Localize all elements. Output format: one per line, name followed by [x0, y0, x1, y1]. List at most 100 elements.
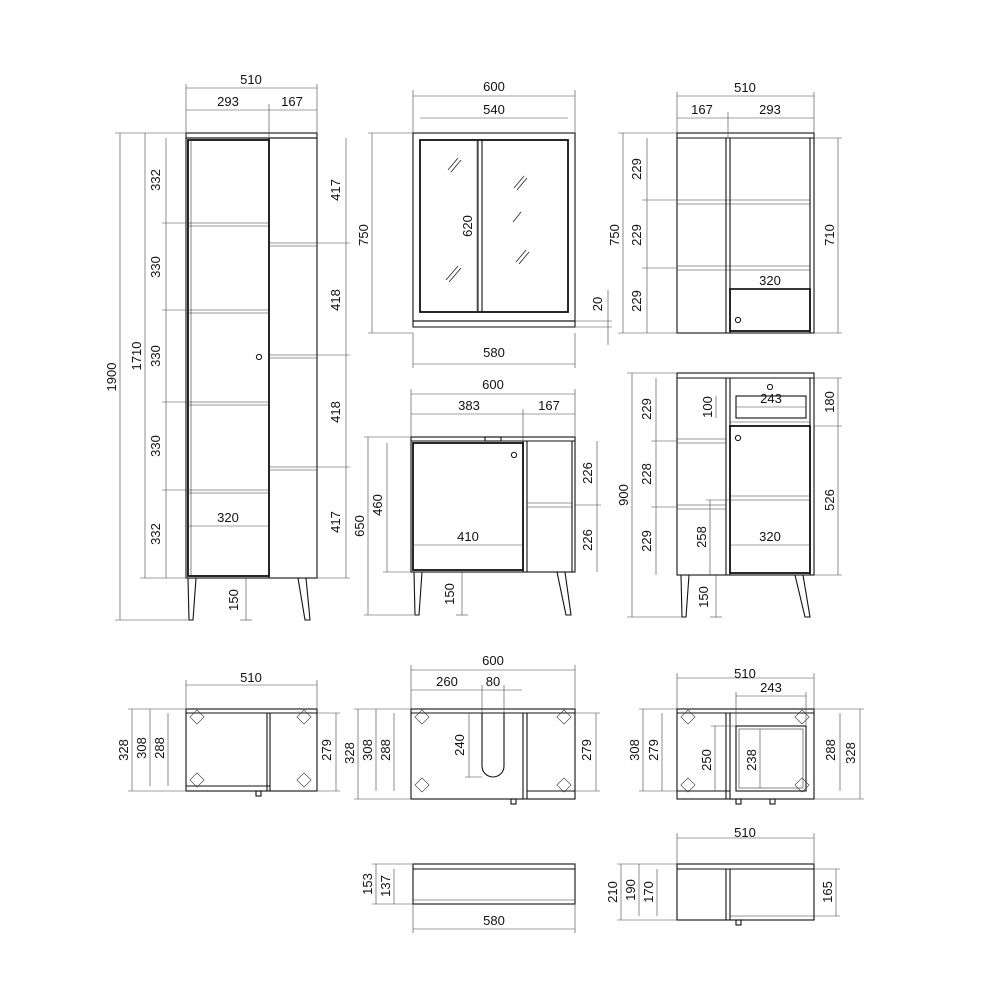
sink-cabinet-plan: 600 260 80 240 328 308 288 279	[342, 653, 600, 805]
dim-label: 226	[580, 529, 595, 551]
dim-label: 330	[148, 345, 163, 367]
dim-label: 330	[148, 256, 163, 278]
dim-label: 1710	[129, 342, 144, 371]
tall-cabinet-plan: 510 328 308 288 279	[116, 670, 340, 797]
plan-knob	[735, 919, 742, 926]
tall-cabinet-view: 510 293 167 1900 1710 332 330 330 330 33…	[104, 72, 350, 621]
dim-label: 238	[744, 749, 759, 771]
door-knob	[734, 434, 742, 442]
dim-label: 288	[823, 739, 838, 761]
mirror-cabinet-view: 600 540 750 620 20 580	[356, 79, 612, 368]
dim-label: 258	[694, 526, 709, 548]
dim-label: 332	[148, 169, 163, 191]
drawer-cabinet-door	[729, 425, 811, 574]
sink-cutout	[481, 713, 505, 778]
dim-label: 526	[822, 489, 837, 511]
dim-label: 150	[442, 583, 457, 605]
dim-label: 167	[691, 102, 713, 117]
plan-outline	[676, 708, 815, 800]
dim-label: 180	[822, 391, 837, 413]
dim-label: 510	[734, 666, 756, 681]
dim-label: 330	[148, 435, 163, 457]
dim-label: 153	[360, 873, 375, 895]
dim-label: 328	[116, 739, 131, 761]
dim-label: 293	[759, 102, 781, 117]
dim-label: 308	[627, 739, 642, 761]
dim-label: 750	[356, 224, 371, 246]
dim-label: 900	[616, 484, 631, 506]
dim-label: 279	[579, 739, 594, 761]
dim-label: 190	[623, 879, 638, 901]
dim-label: 328	[843, 742, 858, 764]
dim-label: 580	[483, 913, 505, 928]
dim-label: 320	[759, 273, 781, 288]
dim-label: 137	[378, 875, 393, 897]
dim-label: 165	[820, 881, 835, 903]
dim-label: 710	[822, 224, 837, 246]
cabinet-leg	[680, 574, 690, 618]
plan-knob	[735, 798, 742, 805]
dim-label: 417	[328, 511, 343, 533]
dim-label: 383	[458, 398, 480, 413]
dim-label: 620	[460, 215, 475, 237]
dim-label: 167	[538, 398, 560, 413]
dim-label: 540	[483, 102, 505, 117]
dim-label: 580	[483, 345, 505, 360]
wall-cabinet-view: 510 167 293 750 229 229 229 710 320	[607, 80, 842, 334]
sink-top-cutout	[484, 436, 502, 442]
dim-label: 243	[760, 391, 782, 406]
dim-label: 510	[240, 670, 262, 685]
plan-knob	[255, 790, 262, 797]
cabinet-leg	[297, 577, 311, 621]
plan-outline	[185, 708, 318, 792]
dim-label: 80	[486, 674, 500, 689]
dim-label: 288	[378, 739, 393, 761]
wall-cabinet-plan: 510 210 190 170 165	[605, 825, 840, 926]
drawer-cabinet-view: 900 229 228 229 100 243 180 526 258 320 …	[616, 372, 842, 618]
wall-cabinet-door	[729, 288, 811, 332]
dim-label: 320	[217, 510, 239, 525]
plan-outline	[412, 863, 576, 905]
drawer-knob	[766, 383, 774, 391]
dim-label: 20	[590, 297, 605, 311]
cabinet-leg	[556, 571, 572, 616]
dim-label: 167	[281, 94, 303, 109]
sink-cabinet-body	[410, 436, 576, 573]
dim-label: 293	[217, 94, 239, 109]
dim-label: 279	[319, 739, 334, 761]
dim-label: 510	[240, 72, 262, 87]
dim-label: 417	[328, 179, 343, 201]
dim-label: 250	[699, 749, 714, 771]
dim-label: 320	[759, 529, 781, 544]
dim-label: 1900	[104, 363, 119, 392]
dim-label: 229	[639, 398, 654, 420]
dim-label: 650	[352, 515, 367, 537]
dim-label: 210	[605, 881, 620, 903]
dim-label: 418	[328, 289, 343, 311]
dim-label: 240	[452, 734, 467, 756]
dim-label: 410	[457, 529, 479, 544]
dim-label: 328	[342, 742, 357, 764]
door-knob	[255, 353, 263, 361]
dim-label: 332	[148, 523, 163, 545]
mirror-shelf	[412, 320, 576, 328]
wall-cabinet-body	[676, 132, 815, 334]
dim-label: 229	[629, 290, 644, 312]
dim-label: 228	[639, 463, 654, 485]
mirror-frame	[412, 132, 576, 322]
cabinet-leg	[413, 571, 423, 616]
sink-cabinet-door	[412, 442, 524, 571]
dim-label: 460	[370, 494, 385, 516]
dim-label: 150	[226, 589, 241, 611]
plan-knob	[510, 798, 517, 805]
drawer-cabinet-plan: 510 243 308 279 250 238 288 328	[627, 666, 864, 805]
dim-label: 308	[360, 739, 375, 761]
dim-label: 243	[760, 680, 782, 695]
plan-outline	[676, 863, 815, 921]
dim-label: 229	[639, 530, 654, 552]
door-knob	[734, 316, 742, 324]
sink-cabinet-view: 600 383 167 650 460 410 226 226 150	[352, 377, 601, 616]
mirror-glass	[419, 139, 569, 313]
dim-label: 170	[641, 881, 656, 903]
